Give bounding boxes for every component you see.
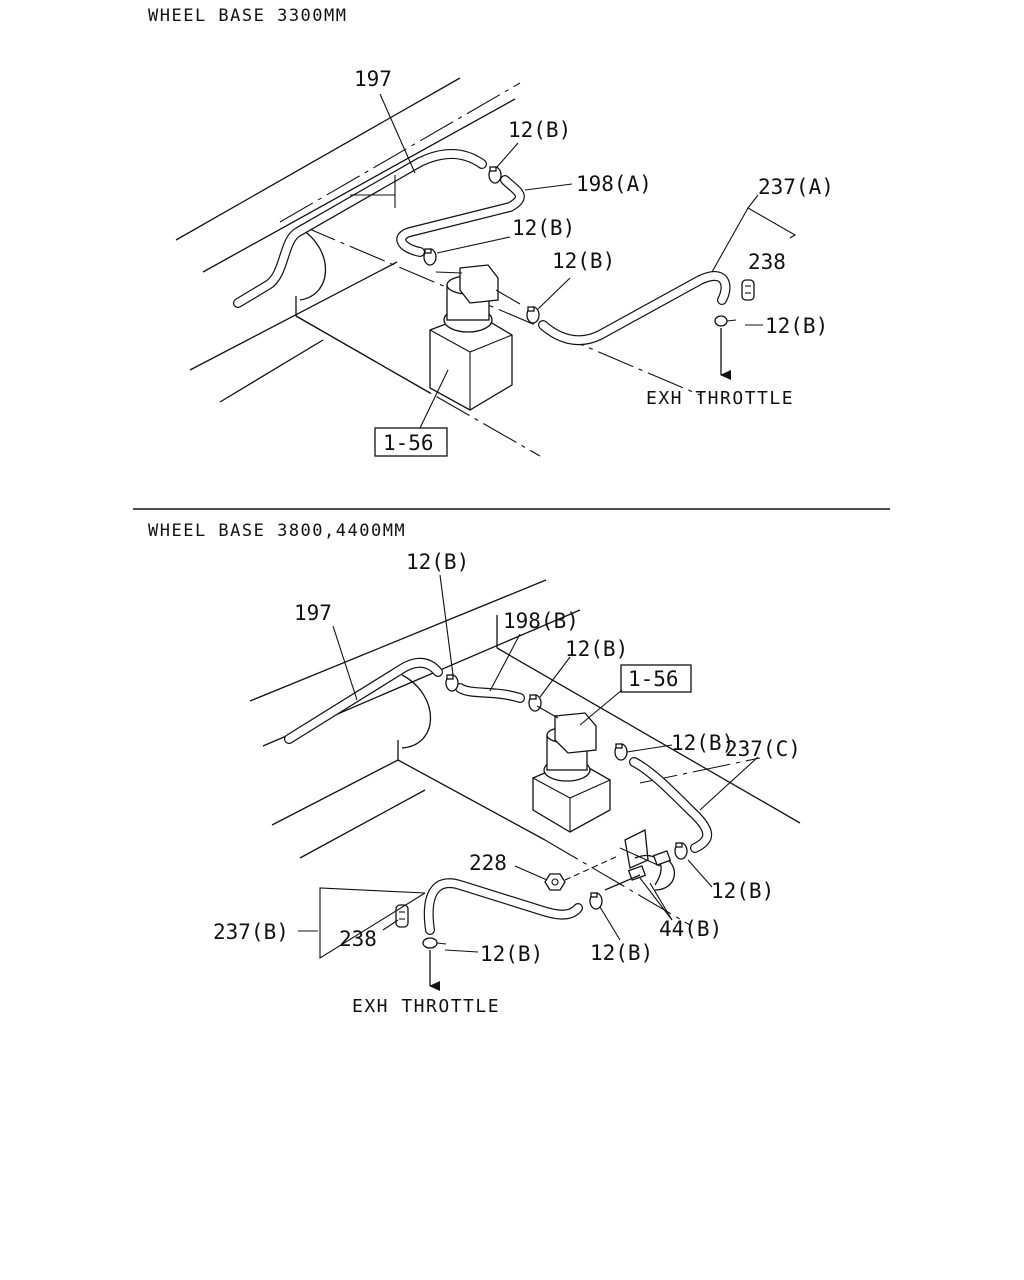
ref-box-label: 1-56 [383, 431, 434, 455]
hose-237a [538, 270, 731, 346]
label-bolt: 44(B) [659, 917, 722, 941]
label-clamp: 12(B) [590, 941, 653, 965]
frame-rail [249, 579, 801, 926]
label-destination: EXH THROTTLE [646, 388, 794, 409]
pipe-197 [233, 148, 487, 308]
hose-198b [455, 683, 525, 703]
nut-228-icon [544, 855, 619, 891]
label-clamp: 12(B) [565, 637, 628, 661]
label-pipe: 197 [294, 601, 332, 625]
label-clamp: 12(B) [671, 731, 734, 755]
fitting-238-icon [395, 904, 409, 928]
label-hose: 198(B) [503, 609, 579, 633]
clamp-icon [528, 694, 542, 712]
hose-198a [396, 175, 525, 257]
vsv-valve [429, 264, 521, 411]
clamp-icon [674, 842, 688, 860]
label-destination: EXH THROTTLE [352, 996, 500, 1017]
label-hose: 237(C) [725, 737, 801, 761]
hose-237b [423, 878, 583, 935]
label-clamp: 12(B) [765, 314, 828, 338]
leader-lines [379, 93, 797, 429]
hose-237c [629, 757, 713, 853]
fitting-238-icon [741, 279, 755, 301]
label-clamp: 12(B) [508, 118, 571, 142]
clamp-icon [445, 674, 459, 692]
label-nut: 228 [469, 851, 507, 875]
label-fitting: 238 [748, 250, 786, 274]
leader-lines [298, 574, 759, 959]
label-clamp: 12(B) [406, 550, 469, 574]
pipe-197 [284, 657, 443, 744]
section-wheelbase-3300: WHEEL BASE 3300MM [148, 6, 834, 457]
bracket-bolt [604, 828, 676, 891]
clamp-icon [714, 315, 737, 327]
clamp-icon [589, 892, 603, 910]
ref-box-label: 1-56 [628, 667, 679, 691]
label-hose: 198(A) [576, 172, 652, 196]
tank-outline [299, 227, 327, 301]
clamp-icon [423, 248, 437, 266]
label-fitting: 238 [339, 927, 377, 951]
clamp-icon [422, 937, 447, 949]
clamp-icon [614, 743, 628, 761]
clamp-icon [488, 166, 502, 184]
section-title: WHEEL BASE 3300MM [148, 6, 348, 26]
vsv-valve [532, 705, 611, 833]
tank-outline [401, 674, 432, 749]
ref-box [620, 664, 692, 693]
label-pipe: 197 [354, 67, 392, 91]
label-hose-group: 237(B) [213, 920, 289, 944]
label-clamp: 12(B) [480, 942, 543, 966]
label-clamp: 12(B) [552, 249, 615, 273]
label-clamp: 12(B) [711, 879, 774, 903]
section-title: WHEEL BASE 3800,4400MM [148, 521, 406, 541]
frame-rail [175, 77, 701, 457]
ref-box [374, 427, 448, 457]
label-clamp: 12(B) [512, 216, 575, 240]
clamp-icon [526, 306, 540, 324]
label-hose-group: 237(A) [758, 175, 834, 199]
section-wheelbase-3800-4400: WHEEL BASE 3800,4400MM [148, 521, 801, 1017]
